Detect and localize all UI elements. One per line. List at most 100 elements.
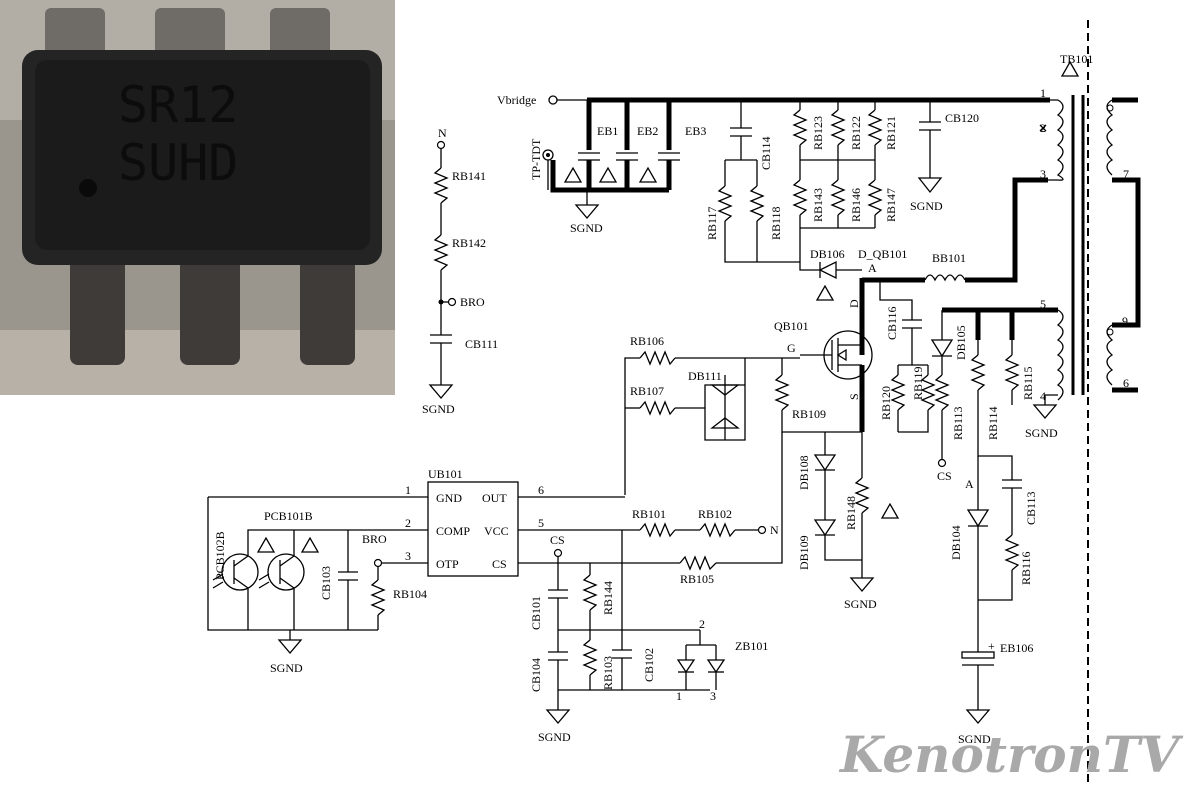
ub-comp-pin: COMP [436,524,470,538]
eb106-label: EB106 [1000,641,1033,655]
n-top-label: N [438,126,447,140]
ground-symbol [574,204,600,220]
ground-symbol [965,709,991,725]
cs-right-label: CS [937,469,952,483]
rb104-label: RB104 [393,587,427,601]
chip-marking-line2: SUHD [118,134,238,192]
rb122-label: RB122 [849,116,863,150]
chip-lead [300,245,355,365]
db109-diode [813,519,837,537]
chip-lead [155,8,225,63]
rb119-label: RB119 [911,366,925,400]
sgnd-mid-label: SGND [844,597,877,611]
rb101-resistor [639,522,676,538]
db104-diode [966,509,990,528]
rb121-resistor [867,109,883,146]
cb103-label: CB103 [319,566,333,600]
t-pin1-label: 1 [1040,86,1046,100]
zb-pin3-label: 3 [710,689,716,703]
rb115-resistor [1004,354,1020,391]
rb109-label: RB109 [792,407,826,421]
pin-d-label: D [847,299,861,308]
warning-triangle [880,502,900,519]
rb114-label: RB114 [986,406,1000,440]
ub-pin3-number: 3 [405,549,411,563]
chip-lead [70,245,125,365]
sgnd-opto-label: SGND [270,661,303,675]
rb142-label: RB142 [452,236,486,250]
qb101-label: QB101 [774,319,809,333]
t-pin6-label: 6 [1123,376,1129,390]
t-pin7-label: 7 [1123,167,1129,181]
warning-triangle [300,536,320,553]
rb147-resistor [867,179,883,216]
rb117-label: RB117 [705,206,719,240]
pcb102b-phototransistor [221,553,259,591]
eb3-label: EB3 [685,124,706,138]
pcb102b-label: PCB102B [213,531,227,580]
bb101-bead [924,274,966,282]
chip-lead [270,8,330,63]
rb143-label: RB143 [811,188,825,222]
sgnd-cb120-label: SGND [910,199,943,213]
db108-label: DB108 [797,455,811,490]
rb144-resistor [582,574,598,611]
t-pin4-label: 4 [1040,389,1046,403]
eb1-capacitor [578,152,600,161]
t-pin9-label: 9 [1122,314,1128,328]
tp-tdt-label: TP-TDT [529,138,543,180]
ub101-label: UB101 [428,467,463,481]
cb111-label: CB111 [465,337,498,351]
zb-pin1-label: 1 [676,689,682,703]
vbridge-label: Vbridge [497,93,536,107]
rb105-label: RB105 [680,572,714,586]
warning-triangle [638,166,658,183]
warning-triangle [598,166,618,183]
rb113-resistor [934,374,950,411]
ground-symbol [1032,404,1058,420]
ub-pin2-number: 2 [405,516,411,530]
sgnd-bottom-label: SGND [538,730,571,744]
primary-winding [1048,99,1064,181]
pin-a-db104-label: A [965,477,974,491]
rb114-resistor [970,354,986,391]
watermark-text: KenotronTV [838,725,1184,784]
ub-pin1-number: 1 [405,483,411,497]
db111-label: DB111 [688,369,722,383]
rb141-resistor [433,167,449,204]
rb104-resistor [370,579,386,616]
d-qb101-label: D_QB101 [858,247,907,261]
rb109-resistor [774,374,790,411]
rb123-label: RB123 [811,116,825,150]
ub-vcc-pin: VCC [484,524,509,538]
pcb101b-phototransistor [267,553,305,591]
rb118-resistor [749,185,765,222]
db104-label: DB104 [949,525,963,560]
rb148-label: RB148 [844,496,858,530]
chip-photo: SR12 SUHD [0,0,395,395]
warning-triangle [563,166,583,183]
rb144-label: RB144 [601,581,615,615]
warning-triangle [815,284,835,301]
warning-triangle [1060,60,1080,77]
bro-mid-label: BRO [362,532,387,546]
chip-lead [180,245,240,365]
eb2-label: EB2 [637,124,658,138]
rb113-label: RB113 [951,406,965,440]
ground-symbol [917,177,943,194]
db105-diode [930,339,954,358]
ub-otp-pin: OTP [436,557,459,571]
zb-pin2-label: 2 [699,617,705,631]
chip-lead [45,8,105,63]
zb101-label: ZB101 [735,639,768,653]
rb103-label: RB103 [601,656,615,690]
rb107-resistor [639,400,676,416]
t-pin3-label: 3 [1040,167,1046,181]
sgnd-top-label: SGND [570,221,603,235]
cb113-label: CB113 [1024,491,1038,525]
t-pin5-label: 5 [1040,297,1046,311]
ub-pin5-number: 5 [538,516,544,530]
rb119-resistor [920,374,936,411]
ub-pin6-number: 6 [538,483,544,497]
